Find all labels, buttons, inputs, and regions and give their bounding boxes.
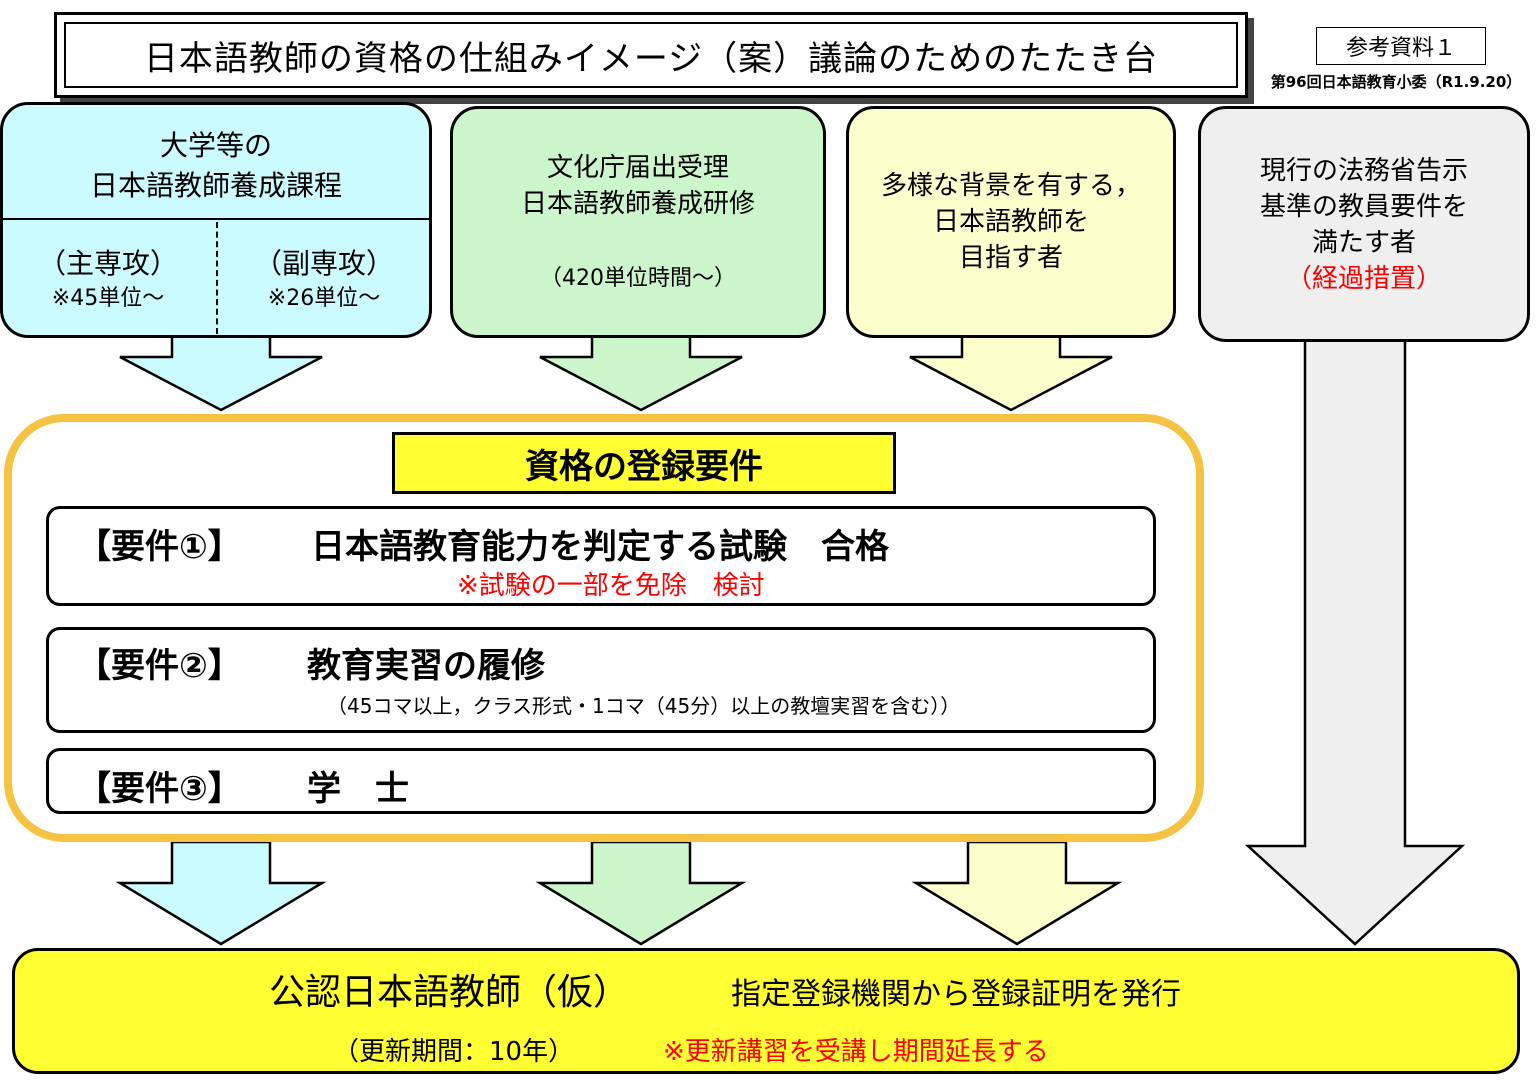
- requirements-heading-text: 資格の登録要件: [525, 446, 763, 487]
- diverse-line2: 日本語教師を: [932, 207, 1089, 237]
- university-minor: （副専攻） ※26単位～: [218, 234, 430, 324]
- requirement-3-label: 【要件③】: [77, 769, 242, 809]
- arrow-bunkacho-top: [539, 334, 743, 412]
- current-transitional-note: （経過措置）: [1285, 264, 1442, 294]
- requirement-2-label: 【要件②】: [77, 646, 242, 686]
- requirement-1: 【要件①】 日本語教育能力を判定する試験 合格 ※試験の一部を免除 検討: [46, 506, 1156, 606]
- bunkacho-line1: 文化庁届出受理: [546, 153, 729, 183]
- bunkacho-title: 文化庁届出受理 日本語教師養成研修: [450, 146, 826, 226]
- arrow-diverse-bottom: [911, 840, 1123, 946]
- requirements-heading: 資格の登録要件: [392, 432, 896, 494]
- requirement-1-text: 日本語教育能力を判定する試験 合格: [311, 527, 889, 567]
- university-major: （主専攻） ※45単位～: [0, 234, 216, 324]
- meeting-info: 第96回日本語教育小委（R1.9.20）: [1270, 72, 1522, 91]
- university-divider: [2, 218, 430, 220]
- requirement-3-text: 学 士: [307, 769, 409, 809]
- university-title: 大学等の 日本語教師養成課程: [0, 118, 432, 214]
- university-line1: 大学等の: [159, 129, 272, 162]
- requirement-1-note: ※試験の一部を免除 検討: [457, 571, 765, 601]
- result-renewal-note: ※更新講習を受講し期間延長する: [663, 1037, 1049, 1067]
- arrow-current-long: [1244, 338, 1466, 946]
- page-title-text: 日本語教師の資格の仕組みイメージ（案）議論のためのたたき台: [143, 38, 1159, 79]
- major-units: ※45単位～: [51, 286, 165, 311]
- current-line3: 満たす者: [1311, 228, 1416, 258]
- university-line2: 日本語教師養成課程: [89, 169, 342, 202]
- current-line1: 現行の法務省告示: [1259, 156, 1468, 186]
- reference-label: 参考資料１: [1316, 27, 1486, 65]
- diverse-line1: 多様な背景を有する，: [880, 171, 1141, 201]
- source-current-box: [1198, 106, 1530, 342]
- arrow-diverse-top: [909, 334, 1113, 412]
- result-period: （更新期間：10年）: [333, 1037, 575, 1067]
- bunkacho-line2: 日本語教師養成研修: [520, 189, 755, 219]
- result-box: 公認日本語教師（仮） 指定登録機関から登録証明を発行 （更新期間：10年） ※更…: [12, 948, 1520, 1074]
- source-diverse-box: [846, 106, 1176, 338]
- minor-label: （副専攻）: [253, 247, 394, 280]
- requirement-3: 【要件③】 学 士: [46, 748, 1156, 814]
- minor-units: ※26単位～: [267, 286, 381, 311]
- requirement-1-label: 【要件①】: [77, 527, 242, 567]
- major-label: （主専攻）: [37, 247, 178, 280]
- diverse-line3: 目指す者: [958, 243, 1063, 273]
- result-subtitle: 指定登録機関から登録証明を発行: [731, 977, 1181, 1012]
- current-title: 現行の法務省告示 基準の教員要件を 満たす者 （経過措置）: [1198, 150, 1530, 300]
- arrow-bunkacho-bottom: [535, 840, 747, 946]
- result-title: 公認日本語教師（仮）: [269, 972, 630, 1013]
- source-bunkacho-box: [450, 106, 826, 338]
- requirement-2-text: 教育実習の履修: [307, 646, 545, 686]
- arrow-university-top: [119, 334, 323, 412]
- diverse-title: 多様な背景を有する， 日本語教師を 目指す者: [846, 162, 1176, 282]
- reference-label-text: 参考資料１: [1345, 36, 1456, 61]
- requirement-2: 【要件②】 教育実習の履修 （45コマ以上，クラス形式・1コマ（45分）以上の教…: [46, 627, 1156, 733]
- university-dashed-divider: [216, 222, 218, 334]
- page-title: 日本語教師の資格の仕組みイメージ（案）議論のためのたたき台: [64, 22, 1238, 88]
- requirement-2-note: （45コマ以上，クラス形式・1コマ（45分）以上の教壇実習を含む））: [327, 694, 961, 718]
- current-line2: 基準の教員要件を: [1259, 192, 1468, 222]
- arrow-university-bottom: [115, 840, 327, 946]
- bunkacho-hours: （420単位時間～）: [540, 266, 736, 291]
